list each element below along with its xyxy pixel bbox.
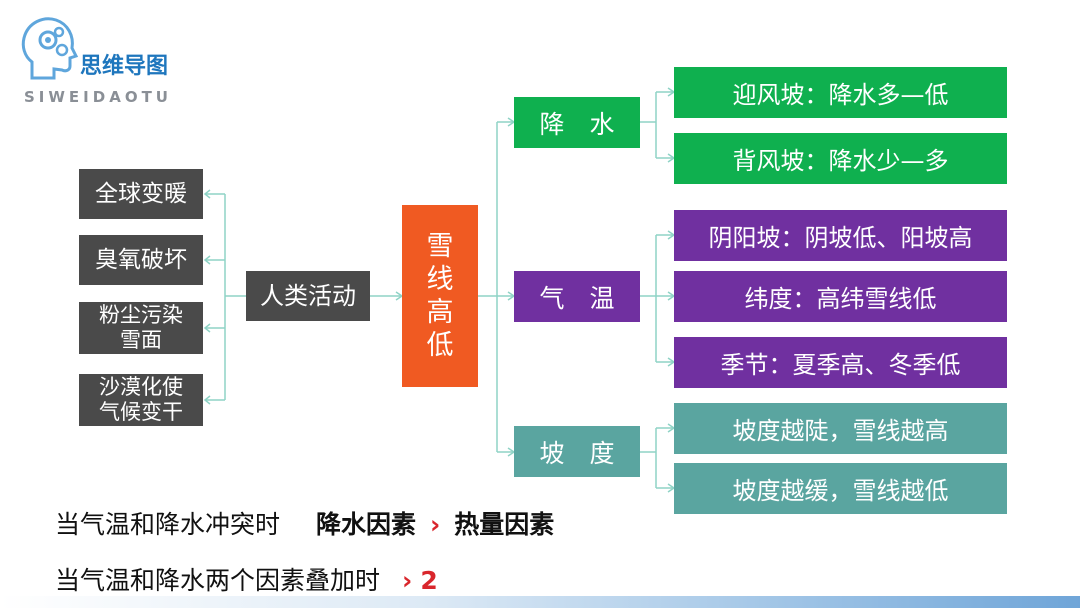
leaf-label: 坡度越陡，雪线越高 bbox=[732, 417, 949, 445]
cause-ozone-depletion: 臭氧破坏 bbox=[79, 235, 203, 285]
branch-temperature: 气 温 bbox=[514, 271, 640, 322]
leaf-shady-sunny-slope: 阴阳坡：阴坡低、阳坡高 bbox=[674, 210, 1007, 261]
branch-label: 坡 度 bbox=[539, 438, 615, 468]
leaf-label: 迎风坡：降水多—低 bbox=[732, 81, 949, 109]
logo-subtitle: SIWEIDAOTU bbox=[24, 88, 172, 106]
note-overlap-value: 2 bbox=[420, 566, 438, 595]
leaf-windward-slope: 迎风坡：降水多—低 bbox=[674, 67, 1007, 118]
cause-label-line2: 雪面 bbox=[120, 328, 162, 352]
cause-label-line2: 气候变干 bbox=[99, 400, 183, 424]
note-conflict-right: 热量因素 bbox=[454, 510, 555, 539]
leaf-steep-slope: 坡度越陡，雪线越高 bbox=[674, 403, 1007, 454]
note-conflict-symbol: › bbox=[429, 510, 441, 539]
leaf-label: 纬度：高纬雪线低 bbox=[744, 285, 937, 313]
bottom-decor-bar bbox=[0, 596, 1080, 608]
leaf-label: 阴阳坡：阴坡低、阳坡高 bbox=[708, 224, 973, 252]
cause-label-line1: 粉尘污染 bbox=[99, 303, 183, 327]
cause-label: 臭氧破坏 bbox=[95, 246, 187, 273]
logo-title: 思维导图 bbox=[80, 54, 169, 79]
note-overlap-prefix: 当气温和降水两个因素叠加时 bbox=[55, 566, 381, 595]
note-conflict: 当气温和降水冲突时 降水因素 › 热量因素 bbox=[55, 505, 554, 541]
cause-label-line1: 沙漠化使 bbox=[99, 375, 183, 399]
cause-desertification: 沙漠化使 气候变干 bbox=[79, 374, 203, 426]
cause-dust-pollution: 粉尘污染 雪面 bbox=[79, 302, 203, 354]
leaf-gentle-slope: 坡度越缓，雪线越低 bbox=[674, 463, 1007, 514]
center-char: 线 bbox=[426, 264, 454, 295]
leaf-label: 坡度越缓，雪线越低 bbox=[732, 477, 949, 505]
human-activity-box: 人类活动 bbox=[246, 271, 370, 321]
branch-label: 气 温 bbox=[539, 283, 615, 313]
note-conflict-left: 降水因素 bbox=[316, 510, 417, 539]
note-conflict-prefix: 当气温和降水冲突时 bbox=[55, 510, 281, 539]
center-char: 雪 bbox=[426, 231, 454, 262]
note-overlap-symbol: › bbox=[402, 566, 413, 595]
leaf-latitude: 纬度：高纬雪线低 bbox=[674, 271, 1007, 322]
cause-label: 全球变暖 bbox=[95, 180, 187, 207]
head-gears-icon bbox=[21, 17, 79, 80]
leaf-leeward-slope: 背风坡：降水少—多 bbox=[674, 133, 1007, 184]
center-char: 低 bbox=[426, 330, 454, 361]
center-snowline-box: 雪 线 高 低 bbox=[402, 205, 478, 387]
logo: 思维导图 SIWEIDAOTU bbox=[18, 12, 218, 107]
center-char: 高 bbox=[426, 297, 454, 328]
leaf-season: 季节：夏季高、冬季低 bbox=[674, 337, 1007, 388]
note-overlap: 当气温和降水两个因素叠加时 ›2 bbox=[55, 561, 438, 597]
cause-global-warming: 全球变暖 bbox=[79, 169, 203, 219]
branch-precipitation: 降 水 bbox=[514, 97, 640, 148]
leaf-label: 背风坡：降水少—多 bbox=[732, 147, 949, 175]
branch-slope: 坡 度 bbox=[514, 426, 640, 477]
leaf-label: 季节：夏季高、冬季低 bbox=[720, 351, 961, 379]
branch-label: 降 水 bbox=[539, 109, 615, 139]
human-activity-label: 人类活动 bbox=[260, 281, 356, 310]
